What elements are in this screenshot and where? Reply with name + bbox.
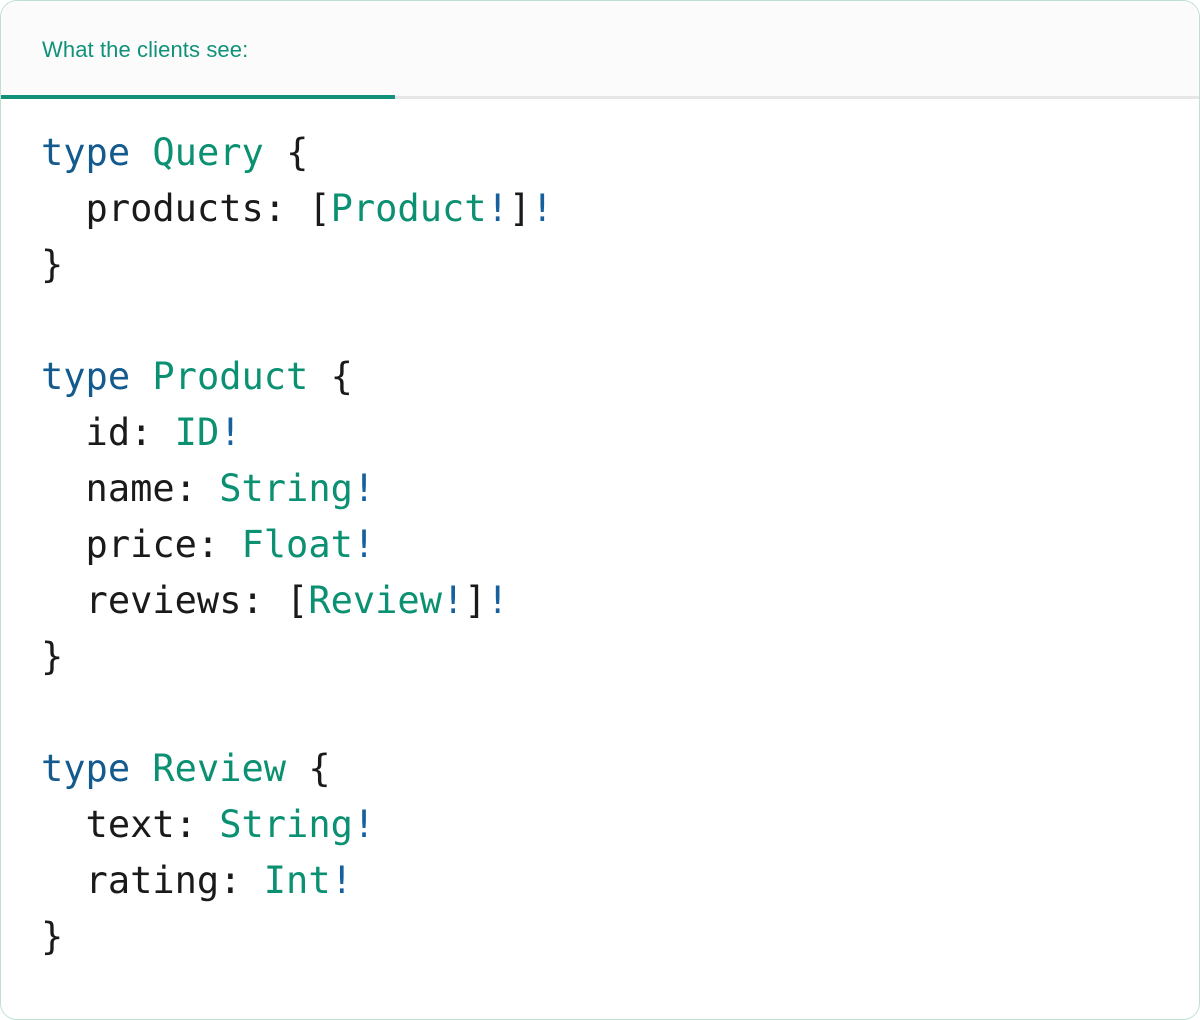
code-token: Product (330, 187, 487, 230)
code-token: { (286, 131, 309, 174)
code-token: ! (531, 187, 554, 230)
code-token: String (219, 467, 353, 510)
code-token: ! (352, 803, 376, 846)
code-token: ! (219, 411, 242, 454)
code-token: ! (486, 579, 509, 622)
code-token: id: (41, 411, 153, 454)
code-token (308, 355, 330, 398)
code-token: ! (330, 859, 353, 902)
tab-strip-divider (1, 96, 1199, 99)
tab-what-the-clients-see[interactable]: What the clients see: (1, 1, 395, 99)
code-token (197, 467, 219, 510)
code-token: Review (152, 747, 287, 790)
code-token (130, 747, 152, 790)
code-token: [ (308, 187, 331, 230)
code-line: name: String! (1, 461, 1199, 517)
code-token: reviews: (41, 579, 264, 622)
code-token (152, 411, 174, 454)
code-line: rating: Int! (1, 853, 1199, 909)
code-token (130, 131, 152, 174)
code-line: type Query { (1, 125, 1199, 181)
tab-strip: What the clients see: (1, 1, 1199, 99)
code-token: type (41, 747, 131, 790)
code-token (286, 187, 308, 230)
code-token (219, 523, 241, 566)
code-token: rating: (41, 859, 242, 902)
tab-label: What the clients see: (42, 37, 249, 62)
code-token: ] (464, 579, 487, 622)
code-line: reviews: [Review!]! (1, 573, 1199, 629)
code-token (264, 131, 286, 174)
code-line: type Product { (1, 349, 1199, 405)
code-token: ID (174, 411, 220, 454)
code-token (130, 355, 152, 398)
code-token: Float (241, 523, 353, 566)
code-token: ] (508, 187, 532, 230)
code-token (241, 859, 263, 902)
code-line: type Review { (1, 741, 1199, 797)
code-token: ! (352, 523, 376, 566)
code-token: } (41, 635, 64, 678)
code-line: } (1, 237, 1199, 293)
code-token (286, 747, 308, 790)
code-token: String (219, 803, 353, 846)
code-token: ! (352, 467, 376, 510)
code-token: type (41, 131, 131, 174)
code-line: text: String! (1, 797, 1199, 853)
code-token: { (308, 747, 331, 790)
code-token: type (41, 355, 131, 398)
code-token: Int (263, 859, 331, 902)
code-token: text: (41, 803, 197, 846)
code-token: { (330, 355, 353, 398)
code-token: Product (152, 355, 309, 398)
code-token: Review (308, 579, 442, 622)
code-token: ! (486, 187, 509, 230)
code-token (197, 803, 219, 846)
code-area[interactable]: type Query { products: [Product!]!} type… (1, 99, 1199, 1018)
graphql-schema-code: type Query { products: [Product!]!} type… (1, 125, 1199, 965)
code-line: id: ID! (1, 405, 1199, 461)
code-token (264, 579, 286, 622)
code-line (1, 685, 1199, 741)
code-token: ! (441, 579, 465, 622)
code-token: products: (41, 187, 287, 230)
code-token: Query (152, 131, 264, 174)
code-line: } (1, 629, 1199, 685)
code-line (1, 293, 1199, 349)
code-line: price: Float! (1, 517, 1199, 573)
code-token: price: (41, 523, 220, 566)
code-token: } (41, 243, 64, 286)
code-token: [ (286, 579, 309, 622)
tab-active-indicator (1, 95, 395, 99)
code-token: name: (41, 467, 197, 510)
code-token: } (41, 915, 64, 958)
code-line: } (1, 909, 1199, 965)
code-line: products: [Product!]! (1, 181, 1199, 237)
